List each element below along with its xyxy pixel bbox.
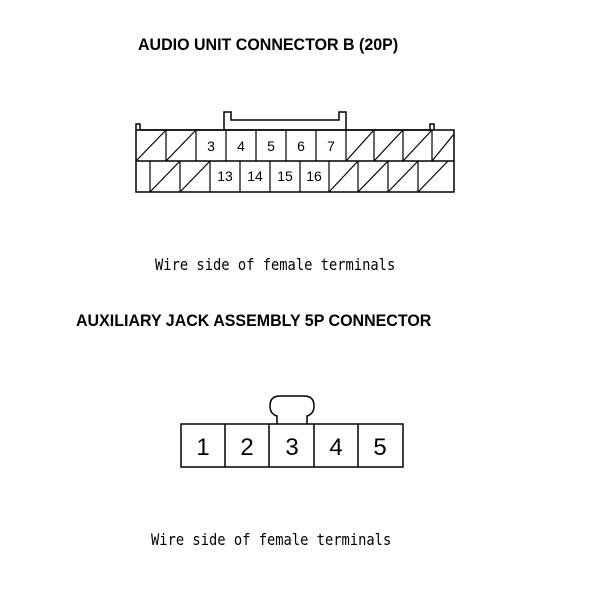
aux-connector-title: AUXILIARY JACK ASSEMBLY 5P CONNECTOR [76,312,432,331]
unused-cavity-mark [417,160,449,193]
pin-4-label: 4 [237,138,245,154]
aux-connector-pins: 1 2 3 4 5 [196,434,386,461]
aux-pin-5-label: 5 [373,434,386,461]
pin-3-label: 3 [207,138,215,154]
connector-b-title: AUDIO UNIT CONNECTOR B (20P) [138,36,399,55]
pin-15-label: 15 [277,168,293,184]
connector-b-caption: Wire side of female terminals [155,255,396,274]
unused-cavity-mark [328,160,359,193]
unused-cavity-mark [357,160,389,193]
connector-b-bottom-pins: 13 14 15 16 [217,168,322,184]
unused-cavity-mark [179,160,211,193]
connector-b-top-row [135,129,455,162]
unused-cavity-mark [402,129,433,162]
pin-16-label: 16 [306,168,322,184]
pin-14-label: 14 [247,168,263,184]
pin-6-label: 6 [297,138,305,154]
connector-b-top-pins: 3 4 5 6 7 [207,138,335,154]
connector-b-body [135,111,455,193]
pin-13-label: 13 [217,168,233,184]
connector-b-bottom-row [149,160,449,193]
unused-cavity-mark [149,160,181,193]
aux-pin-1-label: 1 [196,434,209,461]
pin-5-label: 5 [267,138,275,154]
aux-connector-body [180,395,404,468]
unused-cavity-mark [345,129,375,162]
aux-connector-caption: Wire side of female terminals [151,530,392,549]
unused-cavity-mark [387,160,419,193]
unused-cavity-mark [165,129,197,162]
aux-pin-4-label: 4 [329,434,342,461]
unused-cavity-mark [373,129,404,162]
aux-pin-3-label: 3 [285,434,298,461]
unused-cavity-mark [135,129,167,162]
pin-7-label: 7 [327,138,335,154]
aux-pin-2-label: 2 [240,434,253,461]
unused-cavity-mark [431,133,455,162]
